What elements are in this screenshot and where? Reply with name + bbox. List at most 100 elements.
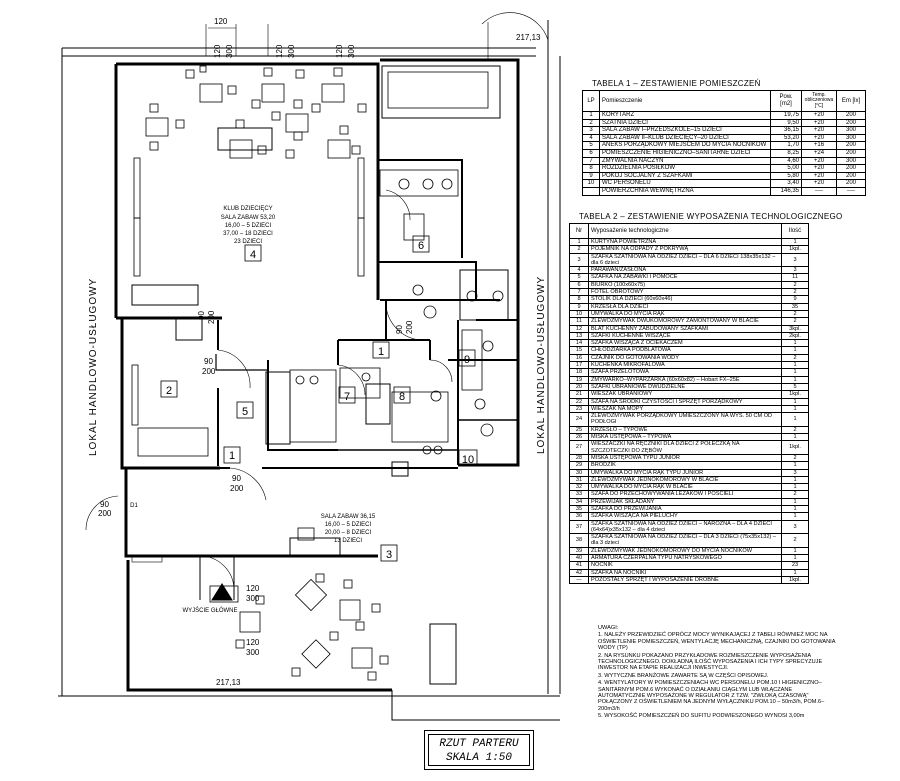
- table-cell: 36: [569, 512, 589, 521]
- dim-120-a: 120: [213, 44, 222, 58]
- table-cell: 2: [582, 118, 600, 128]
- dim-300-a: 300: [225, 44, 234, 58]
- room-10-label: 10: [462, 454, 474, 466]
- table-cell: SZAFKA SZATNIOWA NA ODZIEŻ DZIECI – NARO…: [588, 519, 782, 535]
- equip-col-qty: Ilość: [781, 223, 809, 239]
- table-cell: 1: [781, 432, 809, 442]
- table-cell: 1: [781, 237, 809, 247]
- table-cell: 29: [569, 461, 589, 470]
- table-cell: +24: [801, 148, 837, 158]
- table-cell: 300: [836, 156, 866, 166]
- table-cell: [582, 186, 600, 196]
- table-cell: 16: [569, 353, 589, 363]
- table-cell: 3,40: [770, 179, 802, 188]
- table-cell: SZAFA DO PRZECHOWYWANIA LEŻAKÓW I POŚCIE…: [588, 490, 782, 499]
- equipment-table-block: TABELA 2 – ZESTAWIENIE WYPOSAŻENIA TECHN…: [569, 212, 842, 585]
- room-8-label: 8: [399, 391, 405, 403]
- table-cell: UMYWALKA DO MYCIA RĄK TYPU JUNIOR: [588, 468, 782, 477]
- table-cell: 15: [569, 346, 589, 355]
- note-3: 3. WYTYCZNE BRANŻOWE ZAWARTE SĄ W CZĘŚCI…: [598, 672, 769, 679]
- table-cell: 1kpl.: [781, 575, 809, 585]
- table-cell: 1kpl.: [781, 440, 809, 455]
- table-cell: UMYWALKA DO MYCIA RĄK: [588, 309, 782, 319]
- table-cell: 1: [569, 237, 589, 247]
- table-cell: 53,20: [770, 133, 802, 143]
- table-cell: ----: [801, 186, 837, 196]
- table-cell: 12: [569, 324, 589, 333]
- table-cell: PARAWAN/ZASŁONA: [588, 266, 782, 275]
- table-cell: UMYWALKA DO MYCIA RĄK W BLACIE: [588, 483, 782, 492]
- table-cell: SZAFKA SZATNIOWA NA ODZIEŻ DZIECI – DLA …: [588, 533, 782, 548]
- table-cell: 4,60: [770, 156, 802, 166]
- table-cell: 19: [569, 375, 589, 384]
- notes-head: UWAGI:: [598, 625, 619, 631]
- table-cell: SZAFKI KUCHENNE WISZĄCE: [588, 331, 782, 341]
- table-cell: 27: [569, 440, 589, 455]
- room3-total: 13 DZIECI: [334, 538, 362, 544]
- table-cell: 300: [836, 126, 866, 135]
- table-cell: POWIERZCHNIA WEWNĘTRZNA: [599, 186, 771, 196]
- table-cell: +20: [801, 118, 837, 128]
- table-cell: 18: [569, 368, 589, 377]
- table-cell: BLAT KUCHENNY ZABUDOWANY SZAFKAMI: [588, 324, 782, 333]
- room3-title: SALA ZABAW 36,15: [321, 514, 376, 520]
- table-cell: 1kpl.: [781, 245, 809, 254]
- table-cell: 1kpl.: [781, 390, 809, 399]
- table-cell: +20: [801, 126, 837, 135]
- table-cell: 42: [569, 568, 589, 577]
- title-stamp: RZUT PARTERU SKALA 1:50: [424, 730, 534, 770]
- table-cell: NOCNIK: [588, 561, 782, 570]
- stamp-scale: SKALA 1:50: [445, 752, 512, 764]
- table-cell: 6: [569, 280, 589, 290]
- table-cell: 26: [569, 432, 589, 442]
- note-4: 4. WENTYLATORY W POMIESZCZENIACH WC PERS…: [598, 680, 825, 712]
- table-cell: 2: [781, 490, 809, 499]
- table-cell: +20: [801, 171, 837, 181]
- dim-90-e: 90: [100, 500, 109, 509]
- table-cell: 200: [836, 171, 866, 181]
- table-cell: 10: [569, 309, 589, 319]
- table-cell: 35: [781, 302, 809, 311]
- table-cell: ROZDZIELNIA POSIŁKÓW: [599, 164, 771, 173]
- table-cell: 35: [569, 504, 589, 514]
- table-cell: 4: [582, 133, 600, 143]
- table-cell: 6: [582, 148, 600, 158]
- table-cell: 1,70: [770, 141, 802, 150]
- table-cell: 17: [569, 361, 589, 370]
- club-title: KLUB DZIECIĘCY: [223, 206, 272, 212]
- room-3-label: 3: [386, 549, 392, 561]
- table-cell: 9,50: [770, 118, 802, 128]
- table-cell: 1: [781, 361, 809, 370]
- table-cell: POMIESZCZENIE HIGIENICZNO–SANITARNE DZIE…: [599, 148, 771, 158]
- equip-col-name: Wyposażenie technologiczne: [588, 223, 782, 239]
- room-2-label: 2: [166, 385, 172, 397]
- room-5-label: 5: [242, 406, 248, 418]
- table-cell: 300: [836, 133, 866, 143]
- room3-line2: 20,00 – 8 DZIECI: [325, 530, 372, 536]
- table-cell: 5,00: [770, 164, 802, 173]
- room3-line1: 16,00 – 5 DZIECI: [325, 522, 372, 528]
- table-cell: BRODZIK: [588, 461, 782, 470]
- table-cell: 1: [781, 568, 809, 577]
- table-cell: 2: [781, 353, 809, 363]
- table-cell: 31: [569, 475, 589, 485]
- room-1-label: 1: [378, 346, 384, 358]
